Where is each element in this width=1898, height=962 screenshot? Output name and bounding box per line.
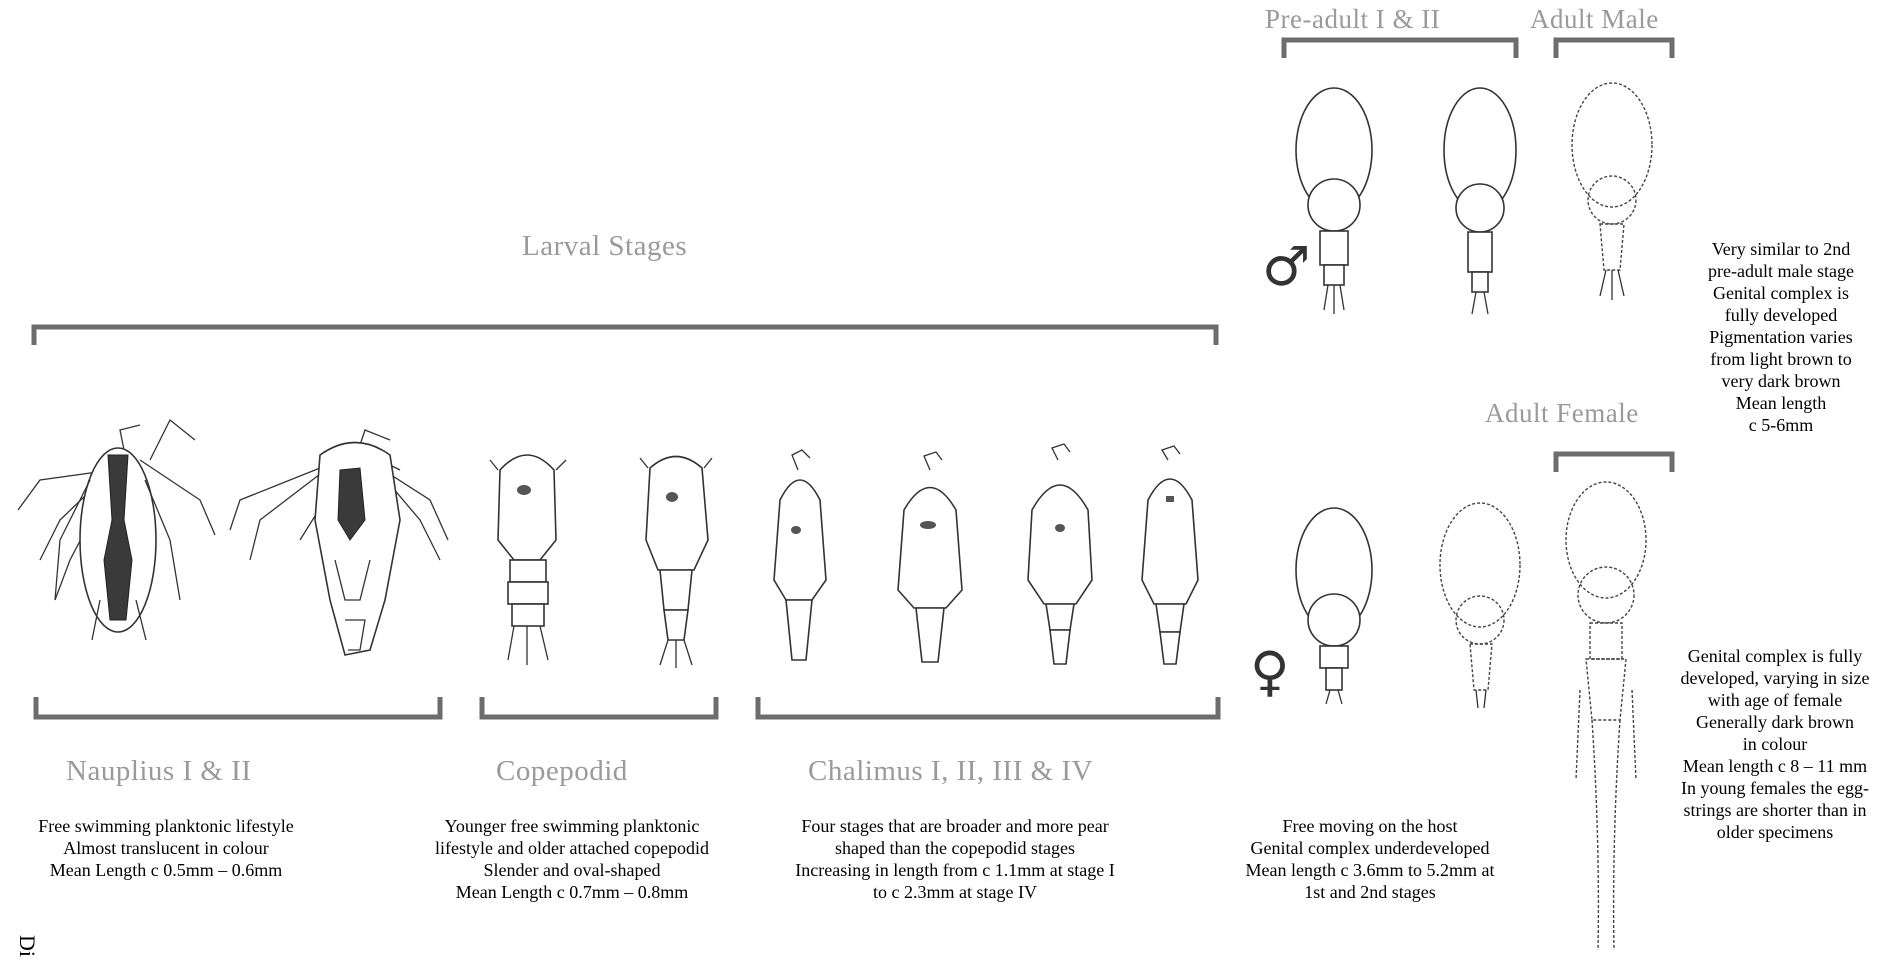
preadult-heading: Pre-adult I & II <box>1265 4 1440 35</box>
adult-female-heading: Adult Female <box>1485 398 1639 429</box>
female-symbol: ♀ <box>1250 645 1290 699</box>
chalimus-4-drawing <box>1142 446 1198 664</box>
adult-male-description: Very similar to 2nd pre-adult male stage… <box>1676 238 1886 436</box>
male-symbol: ♂ <box>1262 240 1310 294</box>
copepodid-2-drawing <box>640 457 712 669</box>
adult-male-drawing <box>1572 83 1652 300</box>
preadult-male-2-drawing <box>1444 88 1516 314</box>
adult-female-drawing <box>1566 482 1646 950</box>
adult-male-bracket <box>1556 40 1672 58</box>
nauplius-description: Free swimming planktonic lifestyle Almos… <box>6 815 326 881</box>
caption-fragment: Di <box>14 935 40 957</box>
preadult-female-2-drawing <box>1440 503 1520 708</box>
chalimus-2-drawing <box>898 452 962 662</box>
preadult-female-1-drawing <box>1296 508 1372 704</box>
chalimus-description: Four stages that are broader and more pe… <box>760 815 1150 903</box>
preadult-bracket <box>1284 40 1516 58</box>
copepodid-description: Younger free swimming planktonic lifesty… <box>402 815 742 903</box>
adult-female-bracket <box>1556 454 1672 472</box>
preadult-description: Free moving on the host Genital complex … <box>1205 815 1535 903</box>
chalimus-bracket <box>758 697 1218 717</box>
chalimus-1-drawing <box>774 450 826 660</box>
larval-stages-bracket <box>34 327 1216 345</box>
nauplius-2-drawing <box>230 430 448 655</box>
chalimus-heading: Chalimus I, II, III & IV <box>808 755 1093 788</box>
larval-stages-heading: Larval Stages <box>522 230 687 263</box>
copepodid-heading: Copepodid <box>496 755 628 788</box>
nauplius-1-drawing <box>18 420 215 640</box>
chalimus-3-drawing <box>1028 444 1092 664</box>
copepodid-1-drawing <box>490 455 566 665</box>
adult-female-description: Genital complex is fully developed, vary… <box>1656 645 1894 843</box>
nauplius-heading: Nauplius I & II <box>66 755 252 788</box>
nauplius-bracket <box>36 697 440 717</box>
adult-male-heading: Adult Male <box>1530 4 1659 35</box>
copepodid-bracket <box>482 697 716 717</box>
